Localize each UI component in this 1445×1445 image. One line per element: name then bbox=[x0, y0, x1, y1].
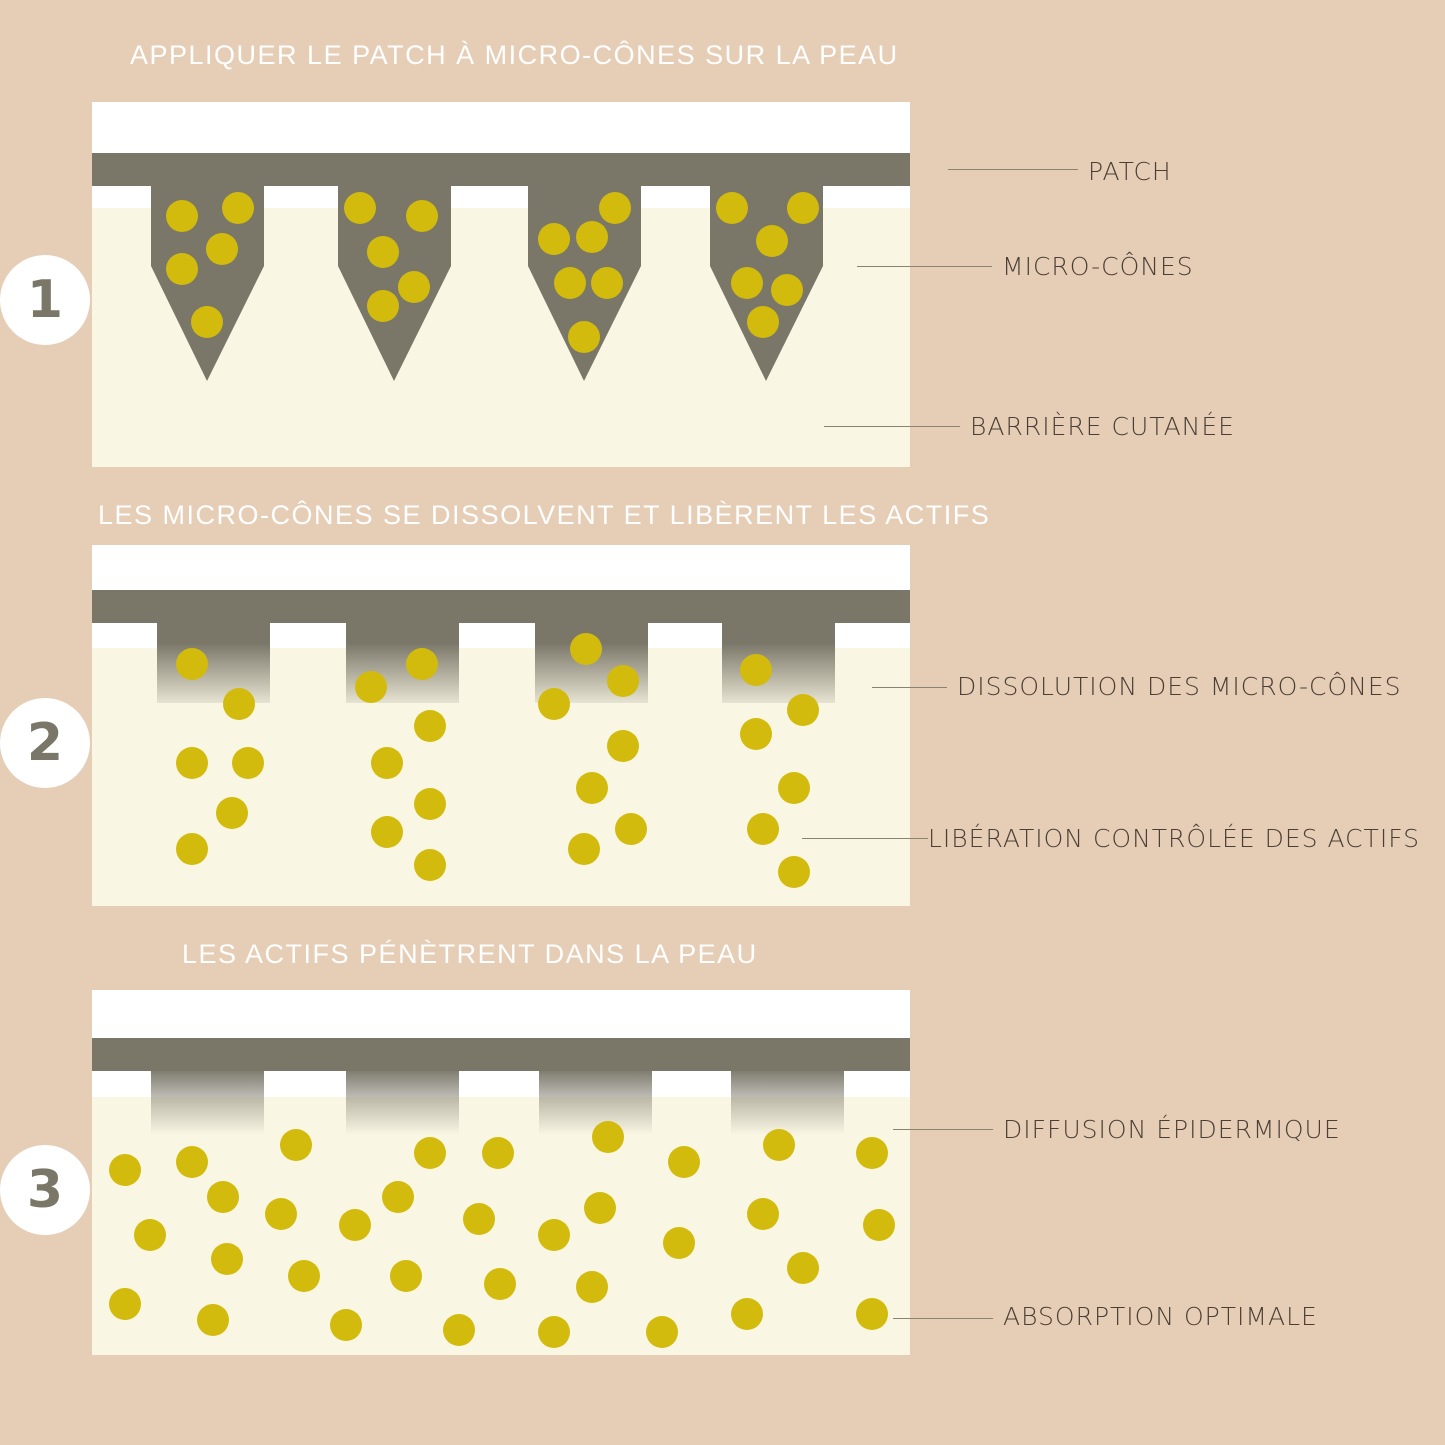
patch-layer bbox=[92, 1038, 910, 1071]
diffusion-leader-line bbox=[893, 1129, 993, 1130]
dissolved-cone-trace bbox=[151, 1071, 264, 1135]
step-1-number-badge: 1 bbox=[0, 255, 90, 345]
label-controlled-release: LIBÉRATION CONTRÔLÉE DES ACTIFS bbox=[928, 824, 1421, 853]
barrier-leader-line bbox=[824, 426, 960, 427]
release-leader-line bbox=[802, 838, 928, 839]
dissolved-cone-trace bbox=[346, 1071, 459, 1135]
label-epidermal-diffusion: DIFFUSION ÉPIDERMIQUE bbox=[1003, 1115, 1341, 1144]
step-3-title: LES ACTIFS PÉNÈTRENT DANS LA PEAU bbox=[182, 939, 758, 969]
step-2-number-badge: 2 bbox=[0, 698, 90, 788]
dissolving-cone bbox=[157, 623, 270, 703]
step-1-number: 1 bbox=[26, 270, 64, 330]
dissolving-cone bbox=[722, 623, 835, 703]
step-2-diagram bbox=[92, 545, 910, 906]
step-2-number: 2 bbox=[26, 713, 64, 773]
micro-cones-leader-line bbox=[857, 266, 992, 267]
step-1-diagram bbox=[92, 102, 910, 467]
label-micro-cones: MICRO-CÔNES bbox=[1002, 252, 1194, 281]
label-optimal-absorption: ABSORPTION OPTIMALE bbox=[1003, 1302, 1318, 1331]
step-1-title: APPLIQUER LE PATCH À MICRO-CÔNES SUR LA … bbox=[130, 40, 899, 70]
step-3-number: 3 bbox=[26, 1160, 64, 1220]
label-cone-dissolution: DISSOLUTION DES MICRO-CÔNES bbox=[957, 672, 1402, 701]
dissolved-cone-trace bbox=[731, 1071, 844, 1135]
dissolved-cone-trace bbox=[539, 1071, 652, 1135]
patch-layer bbox=[92, 590, 910, 623]
step-3-number-badge: 3 bbox=[0, 1145, 90, 1235]
patch-leader-line bbox=[948, 169, 1078, 170]
absorption-leader-line bbox=[893, 1318, 993, 1319]
patch-layer bbox=[92, 153, 910, 186]
dissolution-leader-line bbox=[872, 687, 947, 688]
step-3-diagram bbox=[92, 990, 910, 1355]
label-patch: PATCH bbox=[1088, 157, 1172, 186]
step-2-title: LES MICRO-CÔNES SE DISSOLVENT ET LIBÈREN… bbox=[98, 500, 991, 530]
label-skin-barrier: BARRIÈRE CUTANÉE bbox=[970, 412, 1235, 441]
